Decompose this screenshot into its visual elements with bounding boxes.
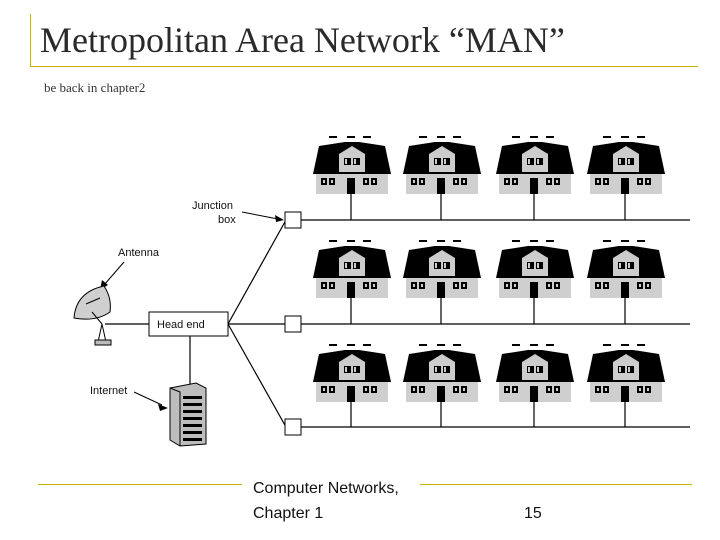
server-rack-icon [169,382,207,447]
slide-subtitle: be back in chapter2 [44,80,146,95]
footer-course-line1: Computer Networks, [253,480,399,497]
internet-arrow [133,391,168,411]
antenna-dish-icon [73,285,112,346]
footer-rule-left [38,484,242,485]
junction-label-line1: Junction [192,200,233,212]
title-accent-underline [30,66,698,67]
junction-box-icon [284,211,302,436]
head-end-label: Head end [157,319,205,331]
slide-title: Metropolitan Area Network “MAN” [40,20,565,60]
head-end-box [148,311,229,337]
house-icon-row-3 [313,344,665,402]
antenna-label: Antenna [118,247,160,259]
footer-page-number: 15 [524,505,542,522]
feeder-lines [105,190,690,428]
internet-label: Internet [90,385,127,397]
title-accent-vertical [30,14,31,66]
footer-rule-right [420,484,692,485]
junction-arrow [241,211,284,222]
footer-course-line2: Chapter 1 [253,505,324,522]
junction-label-line2: box [218,214,236,226]
house-icon-row-1 [313,136,665,194]
house-icon-row-2 [313,240,665,298]
